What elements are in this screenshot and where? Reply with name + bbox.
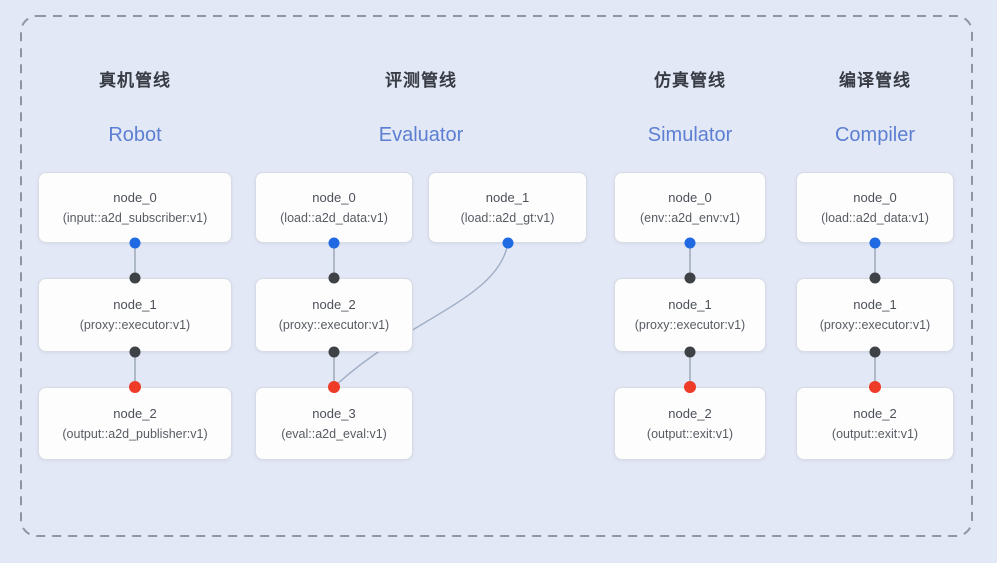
node-title: node_1 [485,189,530,205]
node-type: (proxy::executor:v1) [79,318,191,332]
node-simulator-0: node_0 (env::a2d_env:v1) [614,172,766,243]
header-zh-compiler: 编译管线 [839,71,911,90]
node-title: node_2 [312,297,356,312]
header-zh-simulator: 仿真管线 [654,71,726,90]
node-title: node_2 [668,405,712,421]
node-robot-1: node_1 (proxy::executor:v1) [38,278,232,352]
node-title: node_2 [113,405,157,421]
header-en-compiler: Compiler [834,124,916,146]
node-title: node_0 [113,189,157,205]
node-type: (output::exit:v1) [646,426,734,441]
node-type: (proxy::executor:v1) [634,318,746,332]
node-title: node_0 [312,189,356,205]
node-robot-2: node_2 (output::a2d_publisher:v1) [38,387,232,460]
node-compiler-0: node_0 (load::a2d_data:v1) [796,172,954,243]
node-evaluator-2: node_2 (proxy::executor:v1) [255,278,413,352]
node-type: (output::exit:v1) [831,426,919,441]
node-type: (proxy::executor:v1) [819,318,931,332]
node-simulator-1: node_1 (proxy::executor:v1) [614,278,766,352]
node-compiler-2: node_2 (output::exit:v1) [796,387,954,460]
node-type: (load::a2d_data:v1) [280,210,388,225]
header-zh-evaluator: 评测管线 [385,71,457,90]
node-evaluator-1: node_1 (load::a2d_gt:v1) [428,172,587,243]
node-title: node_0 [668,189,712,205]
node-robot-0: node_0 (input::a2d_subscriber:v1) [38,172,232,243]
header-en-evaluator: Evaluator [378,124,464,146]
node-type: (proxy::executor:v1) [278,318,390,332]
node-type: (eval::a2d_eval:v1) [281,426,387,441]
node-evaluator-0: node_0 (load::a2d_data:v1) [255,172,413,243]
node-type: (input::a2d_subscriber:v1) [62,210,208,225]
node-title: node_2 [853,405,897,421]
node-type: (output::a2d_publisher:v1) [62,426,208,441]
node-title: node_0 [853,189,897,205]
header-en-simulator: Simulator [647,124,733,146]
node-evaluator-3: node_3 (eval::a2d_eval:v1) [255,387,413,460]
header-zh-robot: 真机管线 [99,71,171,90]
header-en-robot: Robot [108,124,162,146]
node-compiler-1: node_1 (proxy::executor:v1) [796,278,954,352]
node-type: (load::a2d_gt:v1) [460,210,555,225]
node-type: (load::a2d_data:v1) [821,210,929,225]
node-title: node_1 [853,297,897,312]
node-title: node_1 [113,297,157,312]
node-title: node_3 [312,405,356,421]
node-simulator-2: node_2 (output::exit:v1) [614,387,766,460]
node-type: (env::a2d_env:v1) [639,210,741,225]
node-title: node_1 [668,297,712,312]
